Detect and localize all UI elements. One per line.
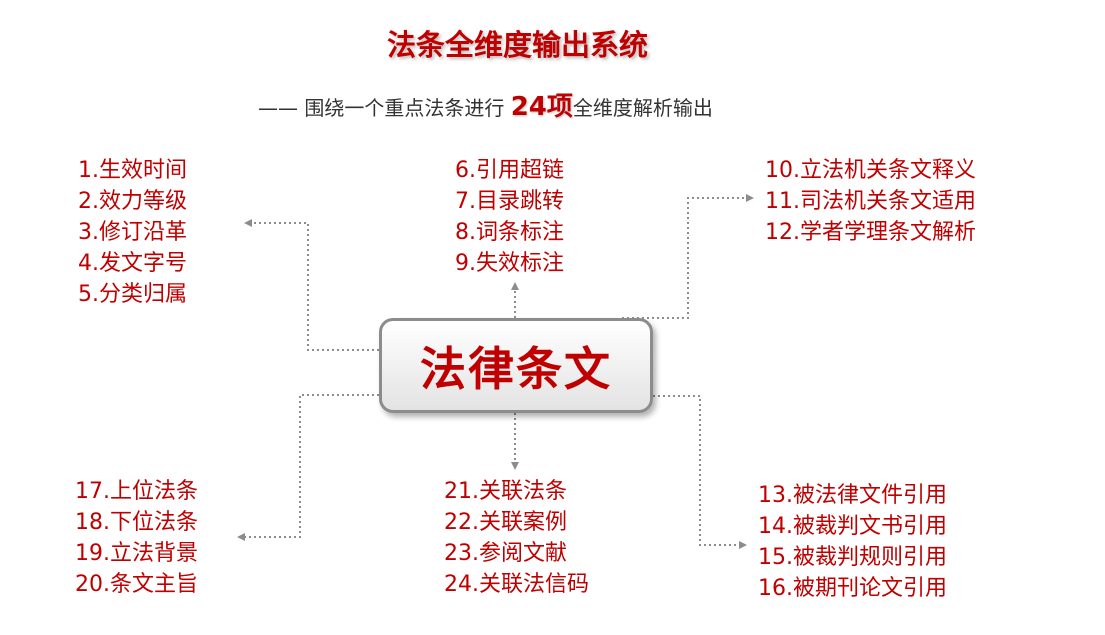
dimension-item-14: 14.被裁判文书引用 xyxy=(758,514,947,539)
page-title: 法条全维度输出系统 xyxy=(386,28,648,62)
dimension-item-18: 18.下位法条 xyxy=(75,510,198,535)
connector-bottom-left xyxy=(237,394,379,541)
dimension-item-11: 11.司法机关条文适用 xyxy=(765,189,976,214)
dimension-item-9: 9.失效标注 xyxy=(455,251,564,276)
dimension-item-13: 13.被法律文件引用 xyxy=(758,483,947,508)
dimension-item-4: 4.发文字号 xyxy=(78,251,187,276)
connector-top-left xyxy=(244,219,379,351)
dimension-item-24: 24.关联法信码 xyxy=(444,572,589,597)
group-top-center: 6.引用超链 7.目录跳转 8.词条标注 9.失效标注 xyxy=(455,155,564,279)
group-bottom-right: 13.被法律文件引用 14.被裁判文书引用 15.被裁判规则引用 16.被期刊论… xyxy=(758,480,947,604)
subtitle: —— 围绕一个重点法条进行 24项全维度解析输出 xyxy=(258,86,713,123)
dimension-item-8: 8.词条标注 xyxy=(455,220,564,245)
dimension-item-23: 23.参阅文献 xyxy=(444,541,567,566)
group-top-right: 10.立法机关条文释义 11.司法机关条文适用 12.学者学理条文解析 xyxy=(765,155,976,248)
connector-bottom-right xyxy=(653,395,747,549)
subtitle-count: 24项 xyxy=(510,92,573,122)
dimension-item-6: 6.引用超链 xyxy=(455,158,564,183)
dimension-item-20: 20.条文主旨 xyxy=(75,572,198,597)
connector-top-right xyxy=(622,194,754,319)
dimension-item-16: 16.被期刊论文引用 xyxy=(758,576,947,601)
dimension-item-15: 15.被裁判规则引用 xyxy=(758,545,947,570)
dimension-item-2: 2.效力等级 xyxy=(78,189,187,214)
center-node-label: 法律条文 xyxy=(420,341,612,396)
dimension-item-5: 5.分类归属 xyxy=(78,282,187,307)
dimension-item-21: 21.关联法条 xyxy=(444,479,567,504)
dimension-item-17: 17.上位法条 xyxy=(75,479,198,504)
group-bottom-left: 17.上位法条 18.下位法条 19.立法背景 20.条文主旨 xyxy=(75,476,198,600)
dimension-item-7: 7.目录跳转 xyxy=(455,189,564,214)
group-bottom-center: 21.关联法条 22.关联案例 23.参阅文献 24.关联法信码 xyxy=(444,476,589,600)
dimension-item-1: 1.生效时间 xyxy=(78,158,187,183)
dimension-item-12: 12.学者学理条文解析 xyxy=(765,220,976,245)
dimension-item-3: 3.修订沿革 xyxy=(78,220,187,245)
dimension-item-19: 19.立法背景 xyxy=(75,541,198,566)
dimension-item-10: 10.立法机关条文释义 xyxy=(765,158,976,183)
subtitle-suffix: 全维度解析输出 xyxy=(572,96,713,120)
center-node: 法律条文 xyxy=(379,318,653,413)
subtitle-prefix: —— 围绕一个重点法条进行 xyxy=(258,96,511,120)
group-top-left: 1.生效时间 2.效力等级 3.修订沿革 4.发文字号 5.分类归属 xyxy=(78,155,187,310)
dimension-item-22: 22.关联案例 xyxy=(444,510,567,535)
